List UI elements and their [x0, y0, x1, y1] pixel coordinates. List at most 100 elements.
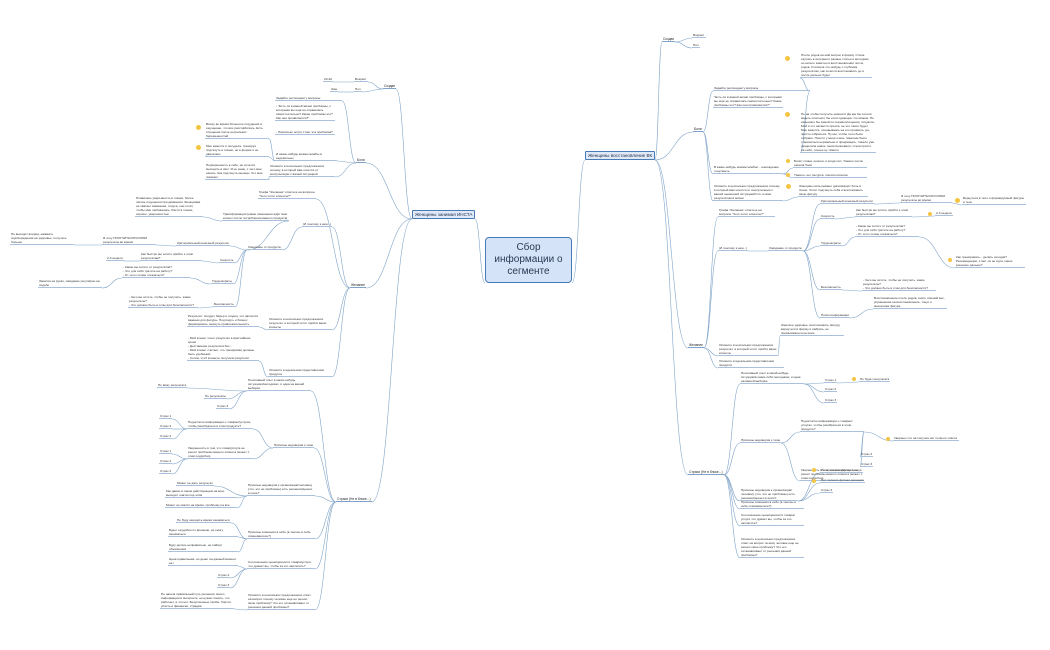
l-answer-3[interactable]: Неуверенность в себе, не хочется выходит…	[205, 163, 269, 180]
l-q-intro[interactable]: Задайте респонденту вопросы:	[275, 96, 342, 101]
r-distrust-4[interactable]: Причины сомнения в себе (в чем вы в себе…	[740, 500, 804, 509]
r-life-moments[interactable]: В какие-нибудь моменты/ей/ы/... нахожден…	[713, 165, 783, 174]
l-speed-a[interactable]: 2-3 недели	[106, 256, 124, 261]
l-graph[interactable]: Графа "Желание" ответьте на вопросы "Чег…	[258, 190, 316, 199]
l-age[interactable]: Возраст	[354, 77, 368, 82]
r-distrust-fear-3[interactable]: Страх 3	[860, 462, 874, 467]
r-describe2-a[interactable]: Женское здоровье, восстановить фигуру, в…	[780, 323, 844, 336]
branch-right-main[interactable]: Женщины восстановление ВК	[585, 151, 656, 160]
r-age[interactable]: Возраст	[692, 33, 706, 38]
l-d1-fear-1[interactable]: Страх 1	[159, 414, 173, 419]
r-distrust-fear-3b[interactable]: Страх 3	[820, 488, 834, 493]
r-distrust-6[interactable]: Опишите в нескольких предложениях ответ …	[740, 537, 804, 558]
r-safety-q[interactable]: - Чего вы хотите, чтобы не получить, как…	[862, 278, 936, 291]
l-describe3[interactable]: Опишите в идеальном представлении продук…	[268, 368, 332, 377]
l-fear-3[interactable]: Страх 3	[216, 404, 230, 409]
l-answer-2[interactable]: Мне кажется я похудела, тренируя подтяну…	[205, 144, 269, 157]
r-distrust-fear-2[interactable]: Страх 2	[860, 452, 874, 457]
l-distrust[interactable]: Причины недоверия к теме	[273, 443, 315, 448]
r-sex[interactable]: Пол	[692, 43, 700, 48]
l-q-text[interactable]: - "Есть ли в вашей жизни проблемы, с кот…	[275, 104, 335, 121]
r-fear-intro[interactable]: Негативный опыт в какой-нибудь ситуации/…	[740, 371, 804, 384]
r-distrust-1[interactable]: Недостаток информации о товарах/услугах,…	[800, 419, 864, 432]
l-pains[interactable]: Боли	[356, 158, 366, 164]
r-distrust-3-a[interactable]: Не понимают фитнес чешуя	[820, 468, 863, 473]
r-distrust-3-b[interactable]: Нет полного фитнес-решения	[820, 478, 865, 483]
r-describe-q[interactable]: Опишите в нескольких предложениях почему…	[713, 184, 783, 201]
l-d2-fear-2[interactable]: Страх 2	[159, 459, 173, 464]
l-speed[interactable]: Скорость	[219, 258, 235, 263]
central-topic[interactable]: Сбор информации о сегменте	[485, 237, 572, 283]
r-speed-a[interactable]: 2-3 недели	[935, 211, 953, 216]
r-criteria-a[interactable]: Вернуться в тело и формируемый фигуры и …	[962, 196, 1026, 205]
r-q-intro[interactable]: Задайте респонденту вопросы:	[713, 86, 810, 91]
l-distrust-1[interactable]: Недостаток информации о товарах/услугах,…	[187, 420, 253, 429]
l-mid-1[interactable]: И какие-нибудь моменты/ей/ы в недовольны	[275, 152, 337, 161]
r-distrust-2[interactable]: Уверенность в том, что товар/услуга не р…	[800, 468, 864, 481]
l-distrust-6-a[interactable]: Не нашла правильный путь решения, много …	[160, 592, 234, 609]
l-effort-q[interactable]: - Какие вы хотите от результатов? - Что …	[122, 265, 190, 278]
r-fears[interactable]: Страхи (Не в блоке...)	[688, 470, 724, 476]
l-effort[interactable]: Трудозатраты	[211, 279, 233, 284]
r-search-info-a[interactable]: Восстановление после родов, снять лишний…	[873, 296, 947, 309]
r-fear-1[interactable]: Страх 1	[824, 378, 838, 383]
l-transform[interactable]: Трансформация (какие изменения ждёт ваш …	[222, 212, 289, 221]
l-d5-fear-2[interactable]: Страх 2	[217, 573, 231, 578]
r-effort[interactable]: Трудозатраты	[820, 241, 842, 246]
l-distrust-4-b[interactable]: Будет неудобно по времени, не смогу зани…	[168, 528, 238, 537]
r-q-text[interactable]: "Есть ли в вашей жизни проблемы, с котор…	[713, 95, 783, 108]
l-describe-1[interactable]: Опишите в нескольких предложениях почему…	[269, 164, 335, 177]
l-distrust-5[interactable]: Соотношение цены/ценности товара/услуги …	[247, 560, 315, 569]
l-d5-fear-3[interactable]: Страх 3	[217, 583, 231, 588]
r-expect[interactable]: Ожидание от продукта	[768, 246, 803, 251]
l-criteria-a[interactable]: Не выходит вперёд, нажмите подтверждения…	[10, 232, 74, 245]
l-created[interactable]: Создан	[383, 84, 397, 90]
l-q-text2[interactable]: - Насколько остро стоит эта проблема?	[275, 130, 335, 135]
r-desire[interactable]: Желание	[688, 343, 704, 349]
r-distrust[interactable]: Причины недоверия к теме	[740, 438, 782, 443]
l-transform-a[interactable]: Появилась уверенность в глазах, более лё…	[135, 196, 203, 217]
l-it-leads[interactable]: (И поэтому к нем...)	[302, 222, 333, 227]
r-created[interactable]: Создан	[662, 37, 676, 43]
l-d1-fear-3[interactable]: Страх 3	[159, 434, 173, 439]
l-distrust-4-a[interactable]: Не буду находить время заниматься	[176, 518, 231, 523]
r-fear-1-a[interactable]: Не будет результата	[859, 377, 891, 382]
l-distrust-3-b[interactable]: Как давно в таком действующем на всех вы…	[165, 489, 237, 498]
l-criteria-q[interactable]: Я хочу ПОЛУЧИТЬ/ХОЧУ/ЛИМ результаты во в…	[102, 236, 156, 245]
branch-left-main[interactable]: Женщины занимая ИНСТА	[412, 210, 476, 219]
l-describe3-a[interactable]: - Мой клиент хочет результат в кратчайши…	[187, 336, 259, 361]
r-describe3[interactable]: Опишите в идеальном представлении продук…	[718, 359, 784, 368]
l-d2-fear-1[interactable]: Страх 1	[159, 449, 173, 454]
r-pain-1[interactable]: Болит спина, колени, и когда сил. Тяжело…	[793, 159, 867, 168]
l-fear-a[interactable]: Не вижу результата	[157, 383, 188, 388]
r-criteria-q[interactable]: Я хочу ПОЛУЧИТЬ/ХОЧУ/ЛИМ результаты во в…	[900, 194, 952, 203]
r-fear-2[interactable]: Страх 2	[824, 387, 838, 392]
r-pain-2[interactable]: Тяжело, нет ресурса, психологически	[793, 173, 867, 178]
r-answer-2[interactable]: Не на чтобы получить немного! Да мы бы х…	[800, 112, 876, 153]
r-answer-1[interactable]: После родов на мой вопрос в форму. Стала…	[800, 53, 872, 78]
r-distrust-1-a[interactable]: Уверены что на получен нет полного ответ…	[893, 436, 959, 441]
l-distrust-6[interactable]: Опишите в нескольких предложениях ответ …	[247, 593, 315, 610]
r-search-info[interactable]: Поиск информации	[820, 313, 850, 318]
r-effort-q[interactable]: - Какие вы хотите от результатов? - Что …	[855, 224, 919, 237]
l-distrust-4[interactable]: Причины сомнения в себе (в чем вы в себе…	[247, 530, 315, 539]
r-fear-3[interactable]: Страх 3	[824, 398, 838, 403]
l-expect[interactable]: Ожидание от продукта	[247, 245, 282, 250]
r-distrust-5[interactable]: Соотношение цены/ценности товара/услуги …	[740, 513, 804, 526]
l-sex-value[interactable]: Жен	[330, 87, 339, 92]
l-safety-q[interactable]: - Чего вы хотите, чтобы не получить, как…	[128, 295, 198, 308]
r-effort-a[interactable]: Как тренировать... делать сегодня? Реком…	[955, 255, 1025, 268]
l-distrust-3-a[interactable]: Может не дать результат	[176, 481, 214, 486]
l-speed-q[interactable]: Как быстро вы хотите прийти к этим резул…	[140, 252, 202, 261]
l-fear-intro[interactable]: Негативный опыт в каких-нибудь ситуациях…	[247, 378, 311, 391]
r-describe-a[interactable]: Женщины испытывают дискомфорт боль в спи…	[798, 184, 868, 197]
l-distrust-2[interactable]: Уверенность в том, что товар/услуга не р…	[187, 446, 253, 459]
l-answer-1[interactable]: Вхожу во время большого похудения в ощущ…	[205, 122, 269, 139]
l-distrust-4-c[interactable]: Буду делать неправильно, не поймут объяс…	[168, 543, 238, 552]
l-fears[interactable]: Страхи (Не в блоке...)	[336, 497, 372, 503]
r-distrust-3[interactable]: Причины недоверия к организации/ человек…	[740, 488, 798, 501]
l-fear-b[interactable]: Не результаты	[204, 394, 227, 399]
l-desire[interactable]: Желание	[350, 283, 366, 289]
l-age-value[interactable]: 20-40	[323, 77, 333, 82]
l-distrust-3-c[interactable]: Может не хватит на время, проблему на вс…	[165, 503, 237, 508]
